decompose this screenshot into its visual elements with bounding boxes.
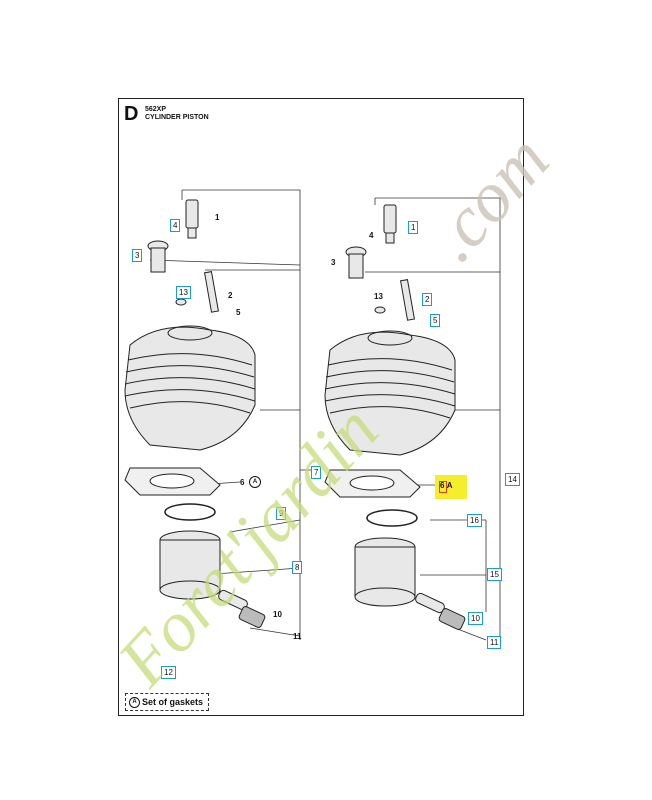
watermark-grey: .com (412, 120, 564, 276)
right-assembly (324, 204, 466, 630)
callout-right-15: 15 (487, 568, 502, 581)
callout-right-11: 11 (487, 636, 502, 649)
callout-left-12: 12 (161, 666, 176, 679)
callout-left-9: 9 (276, 507, 287, 520)
callout-right-10: 10 (468, 612, 483, 625)
label-right-4: 4 (369, 231, 374, 240)
section-title: CYLINDER PISTON (145, 114, 209, 121)
gasket-marker-left: A (249, 476, 261, 488)
label-left-2: 2 (228, 291, 233, 300)
callout-right-5: 5 (430, 314, 441, 327)
model-number: 562XP (145, 106, 167, 113)
callout-right-1: 1 (408, 221, 419, 234)
diagram-frame (118, 98, 524, 716)
callout-right-14: 14 (505, 473, 520, 486)
legend-text: Set of gaskets (142, 697, 204, 707)
legend-marker: A (129, 697, 140, 709)
label-left-1: 1 (215, 213, 220, 222)
highlight-text: 6 A (440, 481, 452, 490)
label-left-10: 10 (273, 610, 282, 619)
highlight-marker (435, 475, 467, 499)
callout-left-4: 4 (170, 219, 181, 232)
label-right-13: 13 (374, 292, 383, 301)
label-left-11: 11 (293, 632, 302, 641)
gasket-marker-right: A (446, 481, 453, 490)
highlight-red-box (439, 481, 447, 493)
label-right-6: 6 (440, 481, 445, 490)
callout-left-13: 13 (176, 286, 191, 299)
callout-left-7: 7 (311, 466, 322, 479)
watermark-green: Foret'jardin (102, 390, 394, 701)
callout-right-16: 16 (467, 514, 482, 527)
left-assembly (124, 199, 266, 628)
label-right-3: 3 (331, 258, 336, 267)
callout-right-2: 2 (422, 293, 433, 306)
label-left-6: 6 (240, 478, 245, 487)
section-letter: D (124, 103, 139, 125)
label-left-5: 5 (236, 308, 241, 317)
model-title: 562XP CYLINDER PISTON (145, 106, 209, 122)
callout-left-8: 8 (292, 561, 303, 574)
callout-left-3: 3 (132, 249, 143, 262)
